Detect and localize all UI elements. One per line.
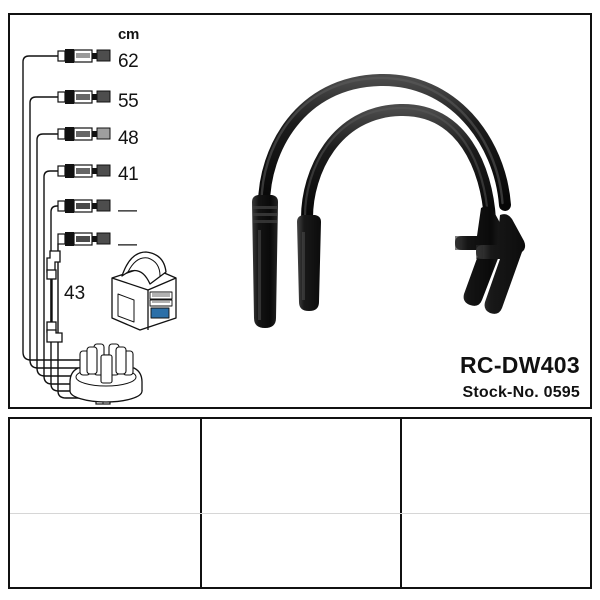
legend-divider-2 [400, 419, 402, 587]
product-code: RC-DW403 [460, 352, 580, 378]
wire-length-dash-1: — [118, 200, 137, 221]
legend-panel [8, 417, 592, 589]
wire-length-62: 62 [118, 51, 139, 72]
main-diagram-panel [8, 13, 592, 409]
coil-wire-length-43: 43 [64, 283, 86, 304]
unit-header-cm: cm [118, 26, 140, 43]
wire-length-dash-2: — [118, 234, 137, 255]
legend-divider-1 [200, 419, 202, 587]
wire-length-48: 48 [118, 128, 139, 149]
wire-length-41: 41 [118, 164, 139, 185]
wire-length-55: 55 [118, 91, 139, 112]
legend-row-divider [10, 513, 590, 514]
product-stock-number: Stock-No. 0595 [462, 384, 580, 401]
